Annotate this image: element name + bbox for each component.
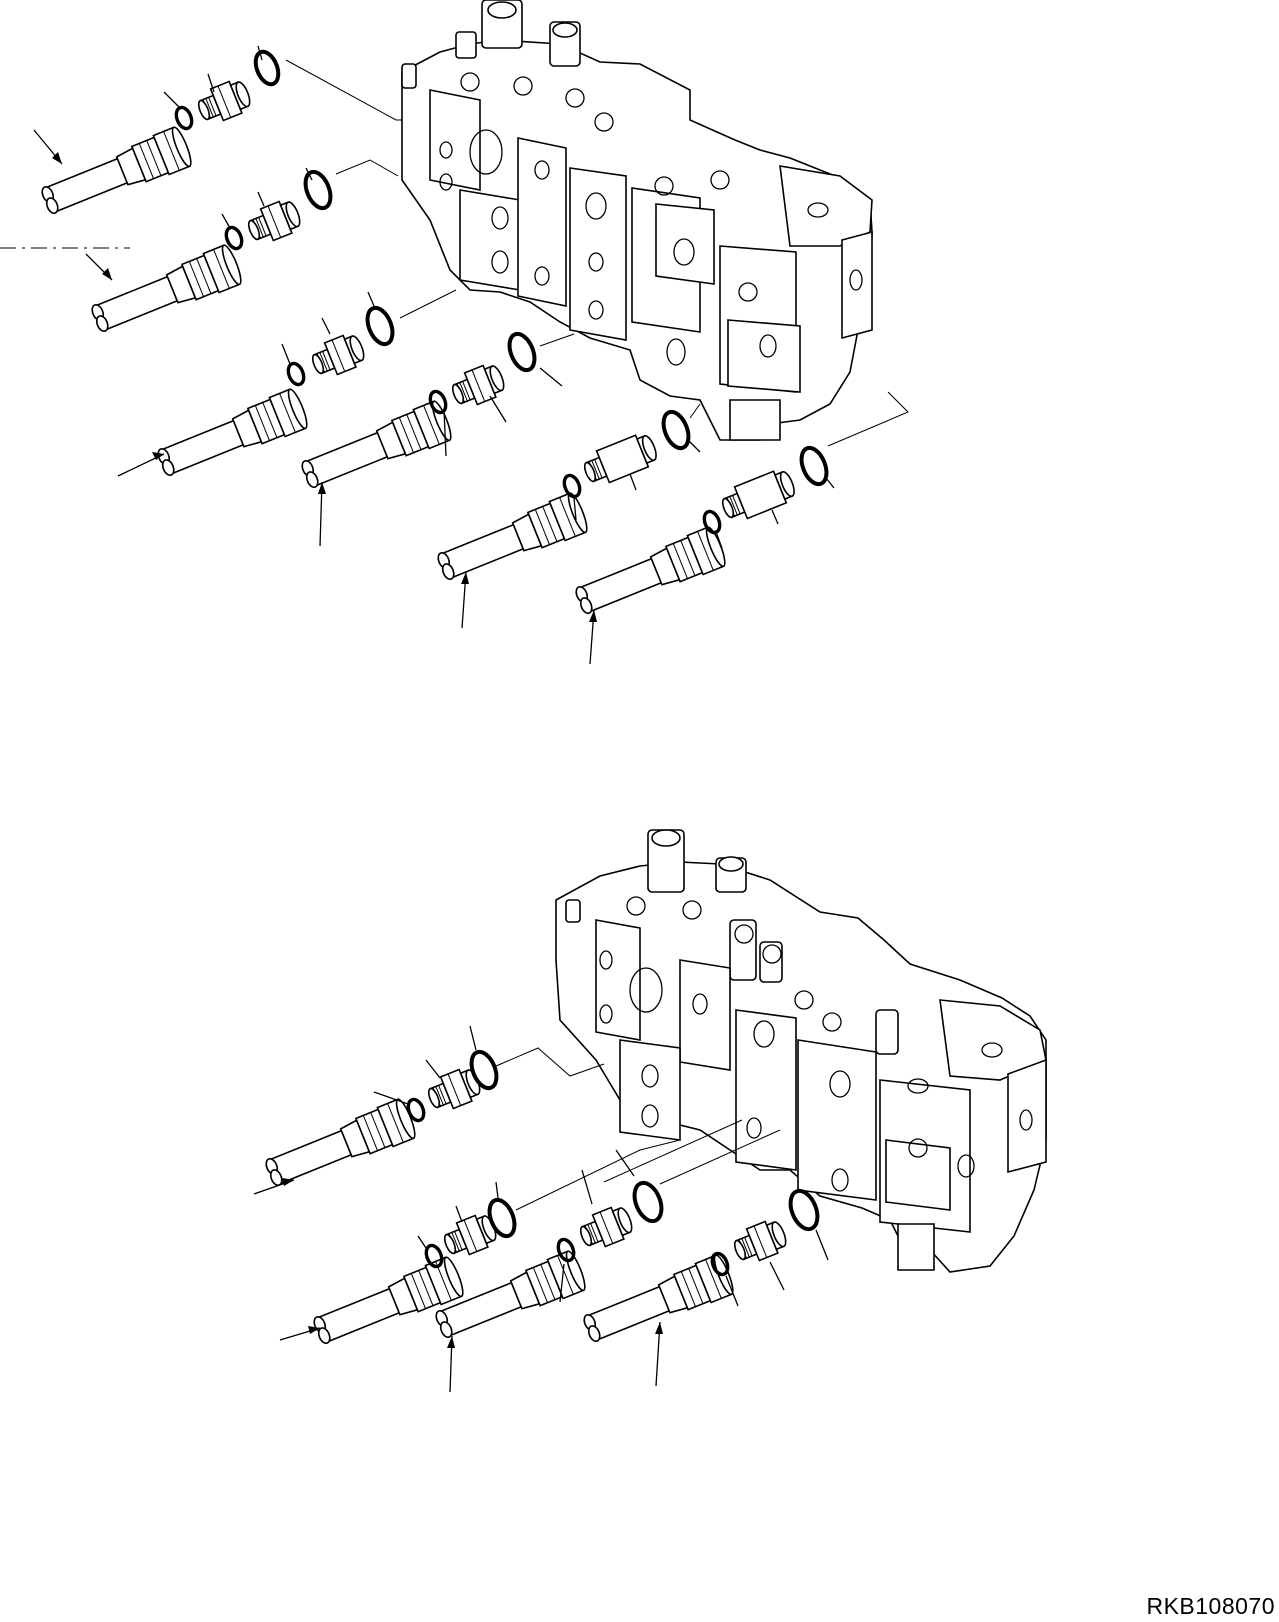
lower-fitting-set-4 [578, 1188, 829, 1387]
lower-valve-assembly [555, 829, 1047, 1273]
upper-leader-lines [0, 59, 909, 447]
lower-fitting-set-3 [430, 1149, 664, 1393]
upper-fitting-set-5 [432, 409, 701, 629]
upper-fitting-set-3 [117, 291, 395, 485]
upper-fitting-set-1 [33, 45, 281, 223]
drawing-reference-code: RKB108070 [1146, 1593, 1275, 1619]
upper-valve-assembly [401, 0, 873, 441]
lower-fitting-set-1 [253, 1025, 499, 1195]
upper-fitting-set-6 [570, 445, 835, 665]
upper-fitting-set-2 [85, 167, 333, 341]
lower-fitting-set-2 [279, 1181, 517, 1353]
upper-fitting-set-4 [296, 331, 563, 547]
lower-leader-lines [495, 1047, 781, 1211]
